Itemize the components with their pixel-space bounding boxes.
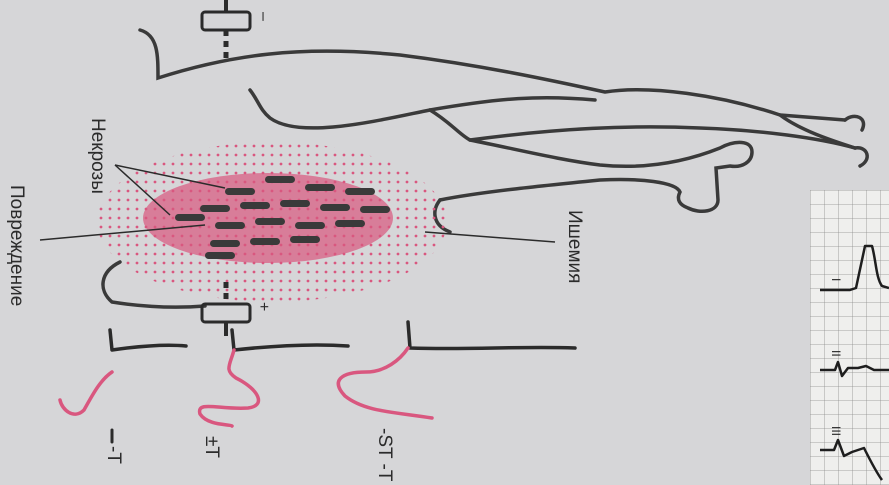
ecg-complex-ischemia bbox=[338, 322, 575, 418]
ecg-lead-label-1: I bbox=[829, 278, 843, 281]
label-wave-neg-t: -T bbox=[102, 446, 124, 464]
label-ischemia: Ишемия bbox=[563, 210, 585, 283]
label-wave-st-t: -ST -T bbox=[373, 428, 395, 481]
ecg-complex-necrosis bbox=[60, 330, 186, 442]
ecg-strip: I II III bbox=[810, 190, 889, 485]
label-electrode-top-polarity: – bbox=[254, 12, 272, 21]
label-injury: Повреждение bbox=[5, 185, 27, 306]
label-necrosis: Некрозы bbox=[86, 118, 108, 194]
label-wave-pm-t: ±T bbox=[200, 436, 222, 458]
ecg-lead-label-2: II bbox=[829, 350, 843, 357]
ecg-strip-panel: I II III bbox=[810, 190, 889, 485]
ecg-lead-label-3: III bbox=[829, 426, 843, 436]
ecg-complex-injury bbox=[200, 330, 348, 426]
electrode-top bbox=[202, 0, 250, 62]
label-electrode-bottom-polarity: + bbox=[254, 302, 272, 311]
